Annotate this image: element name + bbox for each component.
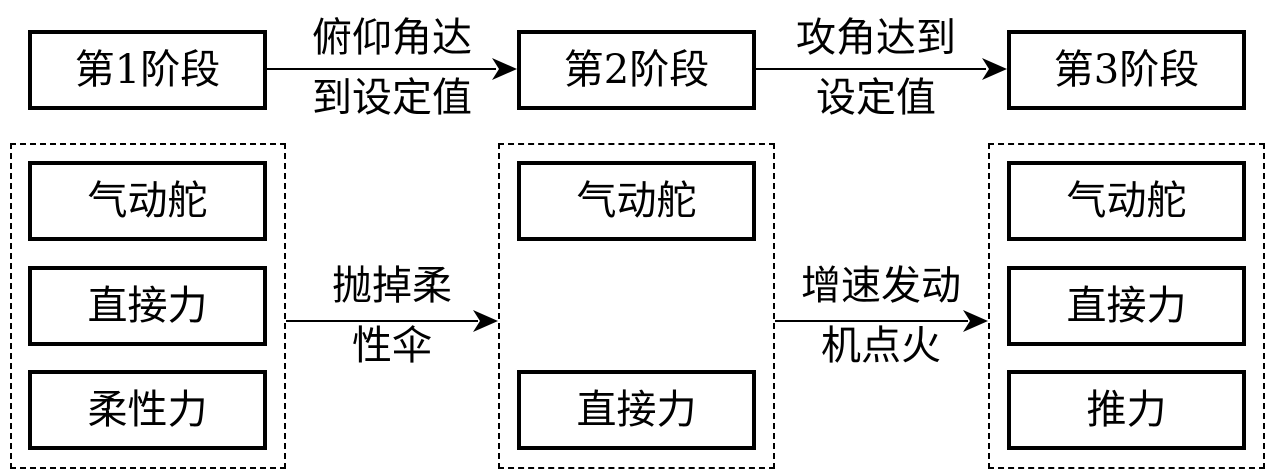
transition-2-line-1: 攻角达到 xyxy=(796,15,956,61)
group-transition-2-label: 增速发动 机点火 xyxy=(776,262,986,370)
group-3-item-direct-force: 直接力 xyxy=(1007,266,1246,346)
group-transition-2-line-2: 机点火 xyxy=(821,323,941,369)
group-2-item-direct-force: 直接力 xyxy=(517,370,756,450)
group-1-item-aero-rudder: 气动舵 xyxy=(28,161,267,241)
group-1-item-direct-force: 直接力 xyxy=(28,266,267,346)
stage-3-box: 第3阶段 xyxy=(1007,30,1246,110)
transition-2-line-2: 设定值 xyxy=(816,75,936,121)
group-3-item-3-label: 推力 xyxy=(1086,387,1167,433)
group-transition-1-label: 抛掉柔 性伞 xyxy=(292,262,492,370)
group-1-item-1-label: 气动舵 xyxy=(87,178,208,224)
group-3-item-1-label: 气动舵 xyxy=(1066,178,1187,224)
group-transition-1-line-1: 抛掉柔 xyxy=(332,263,452,309)
group-3-item-thrust: 推力 xyxy=(1007,370,1246,450)
transition-2-label: 攻角达到 设定值 xyxy=(776,14,976,122)
group-transition-2-line-1: 增速发动 xyxy=(801,263,961,309)
stage-2-box: 第2阶段 xyxy=(517,30,756,110)
stage-1-label: 第1阶段 xyxy=(74,47,221,93)
group-2-item-aero-rudder: 气动舵 xyxy=(517,161,756,241)
transition-1-label: 俯仰角达 到设定值 xyxy=(292,14,492,122)
group-2 xyxy=(498,143,775,469)
group-2-item-2-label: 直接力 xyxy=(576,387,697,433)
group-transition-1-line-2: 性伞 xyxy=(352,323,432,369)
group-2-item-1-label: 气动舵 xyxy=(576,178,697,224)
transition-1-line-1: 俯仰角达 xyxy=(312,15,472,61)
stage-3-label: 第3阶段 xyxy=(1053,47,1200,93)
group-1 xyxy=(10,143,286,469)
group-1-item-3-label: 柔性力 xyxy=(87,387,208,433)
group-1-item-2-label: 直接力 xyxy=(87,283,208,329)
group-3-item-2-label: 直接力 xyxy=(1066,283,1187,329)
group-3-item-aero-rudder: 气动舵 xyxy=(1007,161,1246,241)
transition-1-line-2: 到设定值 xyxy=(312,75,472,121)
stage-2-label: 第2阶段 xyxy=(563,47,710,93)
stage-1-box: 第1阶段 xyxy=(28,30,267,110)
group-1-item-flexible-force: 柔性力 xyxy=(28,370,267,450)
group-3 xyxy=(988,143,1265,469)
